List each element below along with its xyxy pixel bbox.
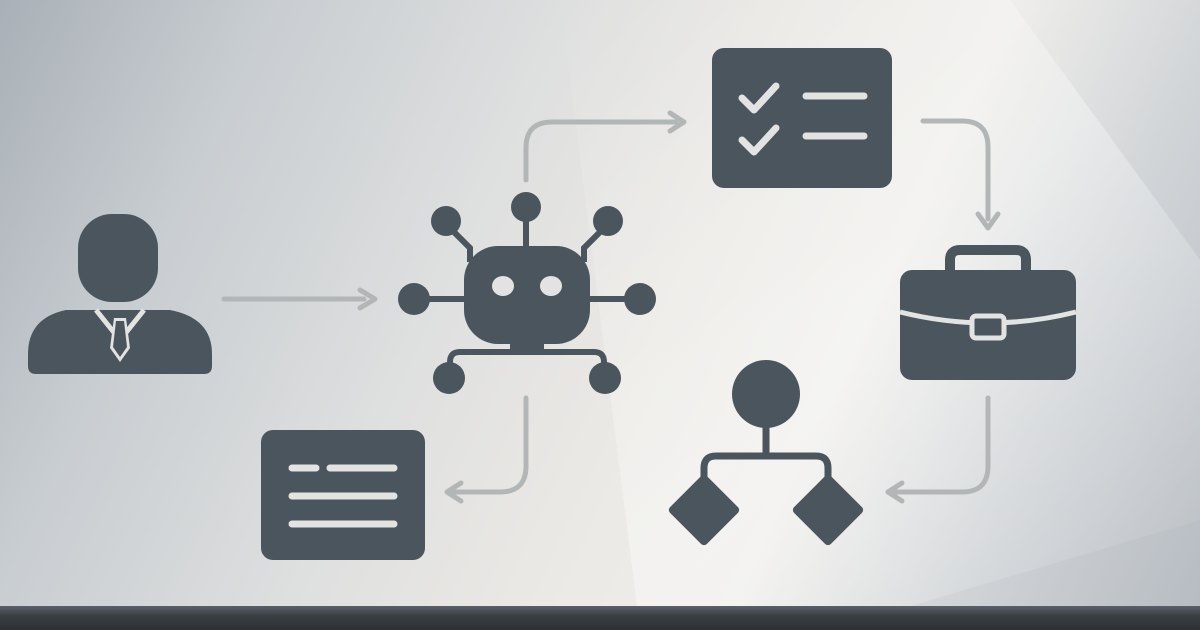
connector-agent-to-checklist xyxy=(523,110,687,183)
text-document-icon xyxy=(261,430,425,560)
floor-edge xyxy=(0,606,1200,630)
decision-tree-icon xyxy=(668,360,864,546)
checklist-icon xyxy=(712,48,892,188)
person-in-suit-icon xyxy=(28,214,212,374)
connector-checklist-to-briefcase xyxy=(920,118,1001,231)
robot-hub-icon xyxy=(398,192,656,394)
connector-agent-to-text-document xyxy=(444,395,529,504)
connector-user-to-agent xyxy=(221,287,378,311)
briefcase-icon xyxy=(899,245,1077,380)
connector-briefcase-to-decision-tree xyxy=(885,395,991,504)
